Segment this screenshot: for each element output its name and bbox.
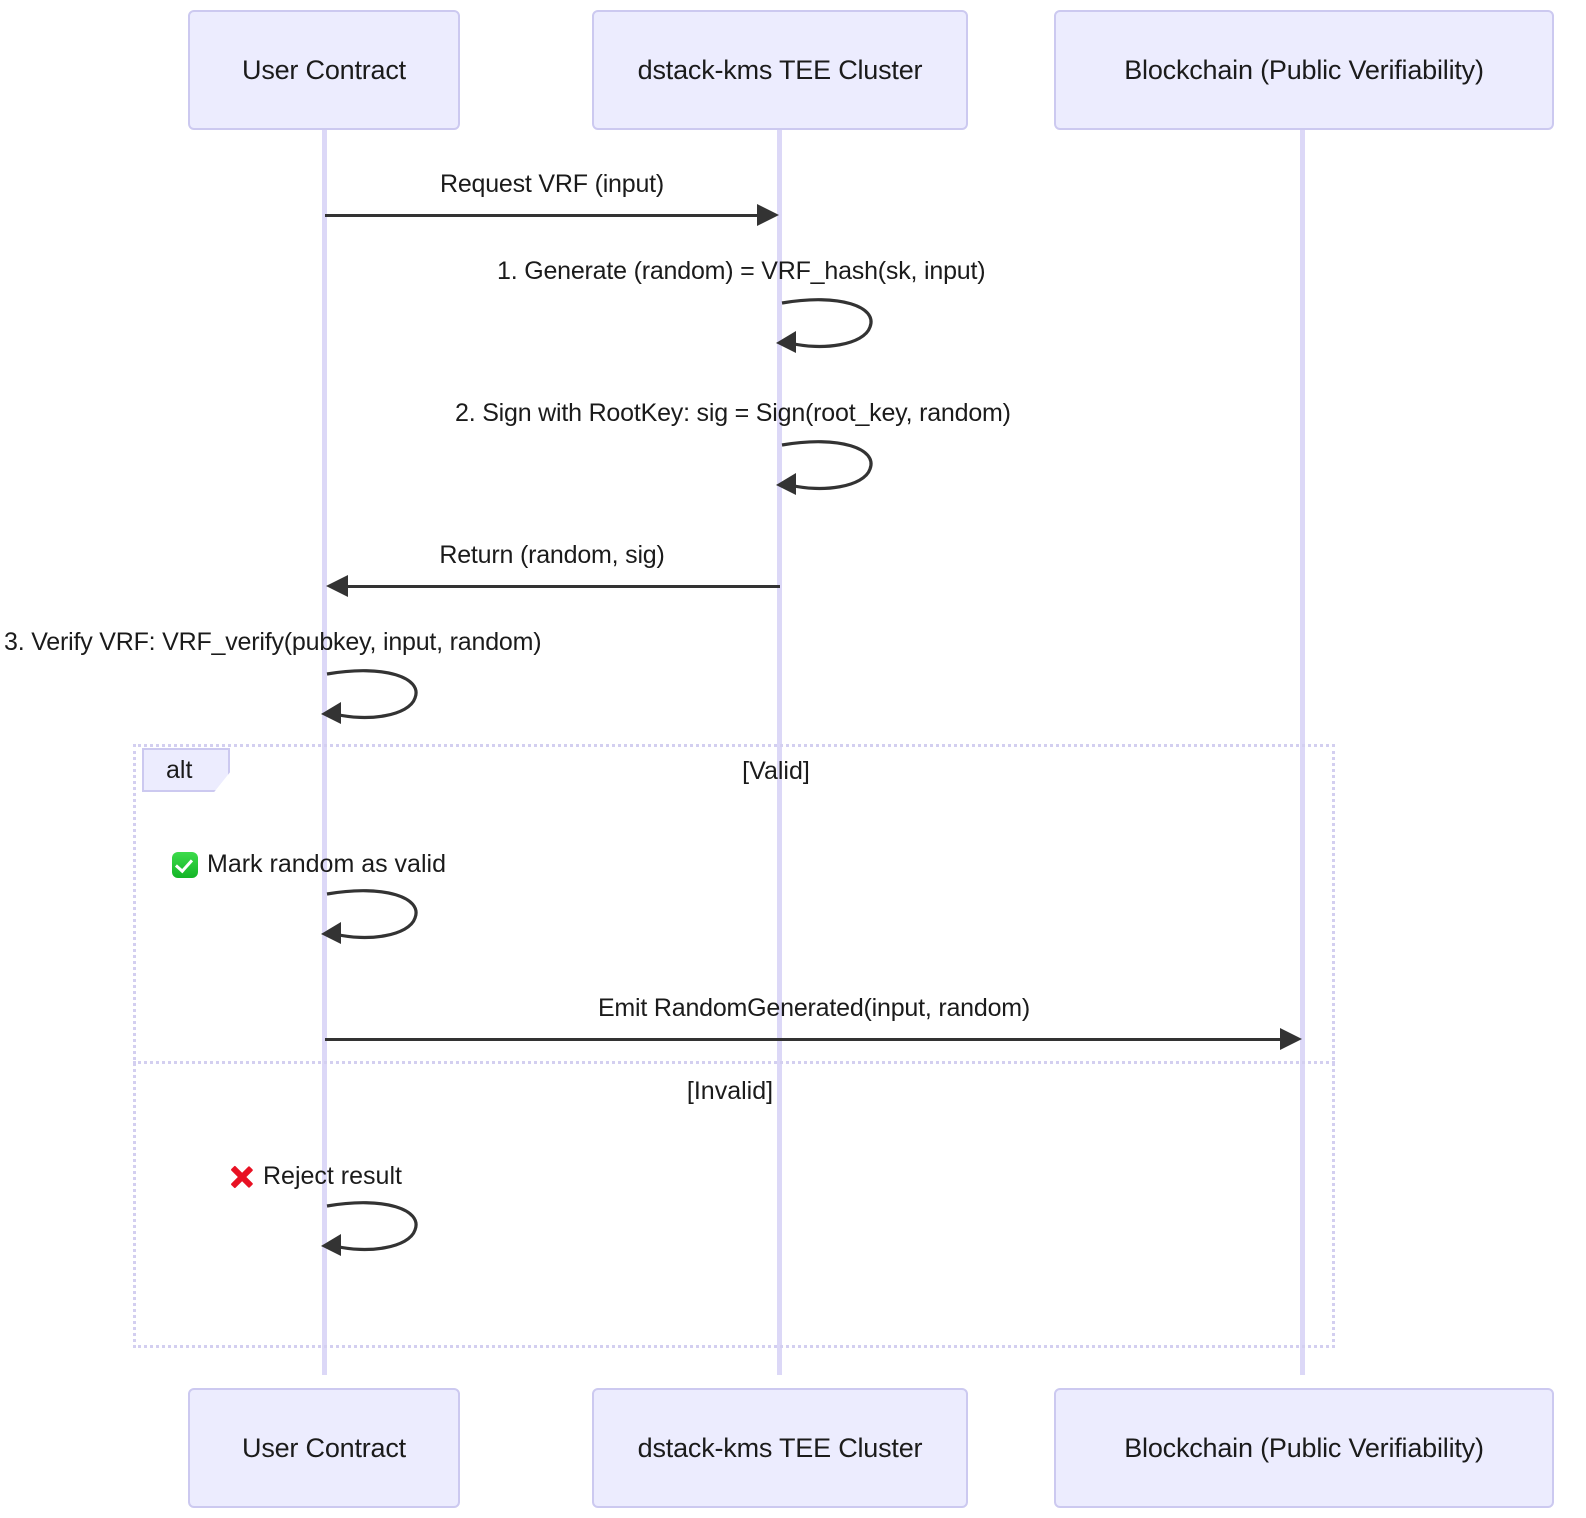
message-label-verify-vrf: 3. Verify VRF: VRF_verify(pubkey, input,… xyxy=(4,628,542,656)
participant-label-dstack-kms-bottom: dstack-kms TEE Cluster xyxy=(637,1432,923,1463)
self-loop-sign-rootkey xyxy=(776,440,873,495)
message-label-generate-random: 1. Generate (random) = VRF_hash(sk, inpu… xyxy=(497,257,986,285)
alt-fragment-tag-label: alt xyxy=(166,755,193,784)
message-arrow-request-vrf xyxy=(325,214,757,217)
message-label-emit-random-generated: Emit RandomGenerated(input, random) xyxy=(597,994,1031,1022)
participant-label-dstack-kms-top: dstack-kms TEE Cluster xyxy=(637,54,923,85)
message-arrow-emit-random-generated xyxy=(325,1038,1280,1041)
lifeline-blockchain xyxy=(1300,130,1305,1375)
participant-box-user-contract-top[interactable]: User Contract xyxy=(188,10,460,130)
participant-label-user-contract-top: User Contract xyxy=(242,54,406,85)
message-label-mark-random-valid: Mark random as valid xyxy=(172,850,446,879)
self-loop-verify-vrf xyxy=(321,669,418,724)
participant-label-blockchain-top: Blockchain (Public Verifiability) xyxy=(1124,54,1484,85)
message-label-reject-result: Reject result xyxy=(228,1162,402,1191)
participant-box-dstack-kms-top[interactable]: dstack-kms TEE Cluster xyxy=(592,10,968,130)
lifeline-dstack-kms xyxy=(777,130,782,1375)
check-mark-icon xyxy=(172,851,198,878)
arrowhead-emit-random-generated xyxy=(1280,1028,1302,1050)
self-loop-reject-result xyxy=(321,1201,418,1256)
participant-box-user-contract-bottom[interactable]: User Contract xyxy=(188,1388,460,1508)
arrowhead-request-vrf xyxy=(757,204,779,226)
cross-mark-icon xyxy=(228,1164,254,1190)
message-arrow-return-random-sig xyxy=(348,585,780,588)
participant-box-blockchain-bottom[interactable]: Blockchain (Public Verifiability) xyxy=(1054,1388,1554,1508)
alt-fragment-tag: alt xyxy=(142,748,230,792)
alt-fragment-frame xyxy=(133,744,1335,1348)
self-loop-mark-random-valid xyxy=(321,889,418,944)
message-label-request-vrf: Request VRF (input) xyxy=(439,170,665,198)
lifeline-user-contract xyxy=(322,130,327,1375)
alt-branch-condition-invalid: [Invalid] xyxy=(686,1077,774,1105)
participant-box-blockchain-top[interactable]: Blockchain (Public Verifiability) xyxy=(1054,10,1554,130)
participant-label-blockchain-bottom: Blockchain (Public Verifiability) xyxy=(1124,1432,1484,1463)
self-loop-generate-random xyxy=(776,298,873,353)
message-label-sign-rootkey: 2. Sign with RootKey: sig = Sign(root_ke… xyxy=(455,399,1011,427)
alt-fragment-divider xyxy=(133,1061,1335,1064)
participant-label-user-contract-bottom: User Contract xyxy=(242,1432,406,1463)
message-label-return-random-sig: Return (random, sig) xyxy=(439,541,665,569)
message-text-reject-result: Reject result xyxy=(263,1162,402,1190)
alt-branch-condition-valid: [Valid] xyxy=(742,757,810,785)
participant-box-dstack-kms-bottom[interactable]: dstack-kms TEE Cluster xyxy=(592,1388,968,1508)
message-text-mark-random-valid: Mark random as valid xyxy=(207,850,446,878)
arrowhead-return-random-sig xyxy=(326,575,348,597)
